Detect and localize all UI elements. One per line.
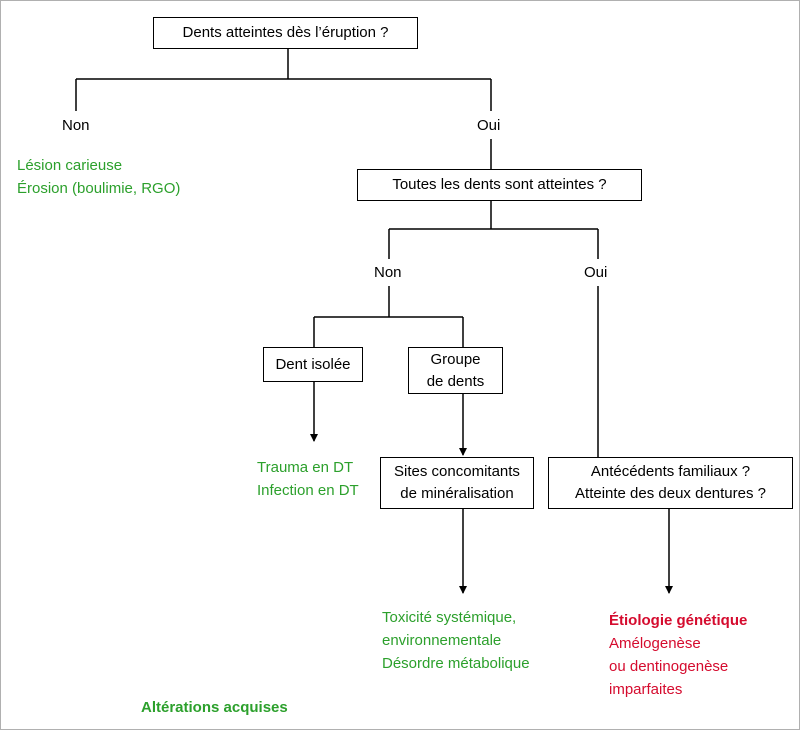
outcome-trauma: Trauma en DT	[257, 459, 354, 476]
outcome-genetique: Étiologie génétique Amélogenèse ou denti…	[609, 609, 747, 701]
antecedents-line2: Atteinte des deux dentures ?	[575, 485, 766, 502]
answer-oui-level1: Oui	[477, 117, 501, 134]
question-eruption-box: Dents atteintes dès l’éruption ?	[153, 17, 418, 49]
question-toutes-dents-text: Toutes les dents sont atteintes ?	[392, 176, 607, 193]
groupe-dents-box: Groupe de dents	[408, 347, 503, 394]
outcome-infection: Infection en DT	[257, 482, 359, 499]
outcome-desordre: Désordre métabolique	[382, 655, 530, 672]
outcome-imparfaites: imparfaites	[609, 681, 683, 698]
sites-mineralisation-box: Sites concomitants de minéralisation	[380, 457, 534, 509]
question-toutes-dents-box: Toutes les dents sont atteintes ?	[357, 169, 642, 201]
outcome-environnementale: environnementale	[382, 632, 502, 649]
outcome-etiologie-genetique: Étiologie génétique	[609, 612, 748, 629]
dent-isolee-text: Dent isolée	[275, 355, 351, 373]
answer-non-level2: Non	[374, 264, 402, 281]
connector-non-split	[313, 286, 464, 347]
groupe-dents-line1: Groupe	[430, 350, 481, 368]
outcome-acquired-non-eruption: Lésion carieuse Érosion (boulimie, RGO)	[17, 154, 180, 200]
groupe-dents-line2: de dents	[426, 372, 485, 390]
sites-line2: de minéralisation	[400, 485, 514, 502]
connector-q2-branch	[388, 201, 599, 259]
antecedents-box: Antécédents familiaux ? Atteinte des deu…	[548, 457, 793, 509]
answer-oui-level2: Oui	[584, 264, 608, 281]
outcome-lesion: Lésion carieuse	[17, 157, 123, 174]
outcome-dentinogenese: ou dentinogenèse	[609, 658, 729, 675]
sites-line1: Sites concomitants	[394, 463, 520, 480]
answer-non-level1: Non	[62, 117, 90, 134]
outcome-sites-mineralisation: Toxicité systémique, environnementale Dé…	[382, 606, 530, 675]
outcome-dent-isolee: Trauma en DT Infection en DT	[257, 456, 359, 502]
connector-q1-branch	[75, 49, 492, 111]
question-eruption-text: Dents atteintes dès l’éruption ?	[182, 24, 389, 41]
dent-isolee-box: Dent isolée	[263, 347, 363, 382]
outcome-erosion: Érosion (boulimie, RGO)	[17, 180, 181, 197]
legend-alterations-acquises: Altérations acquises	[141, 699, 288, 716]
outcome-amelogenese: Amélogenèse	[609, 635, 701, 652]
outcome-toxicite: Toxicité systémique,	[382, 609, 517, 626]
antecedents-line1: Antécédents familiaux ?	[590, 463, 751, 480]
